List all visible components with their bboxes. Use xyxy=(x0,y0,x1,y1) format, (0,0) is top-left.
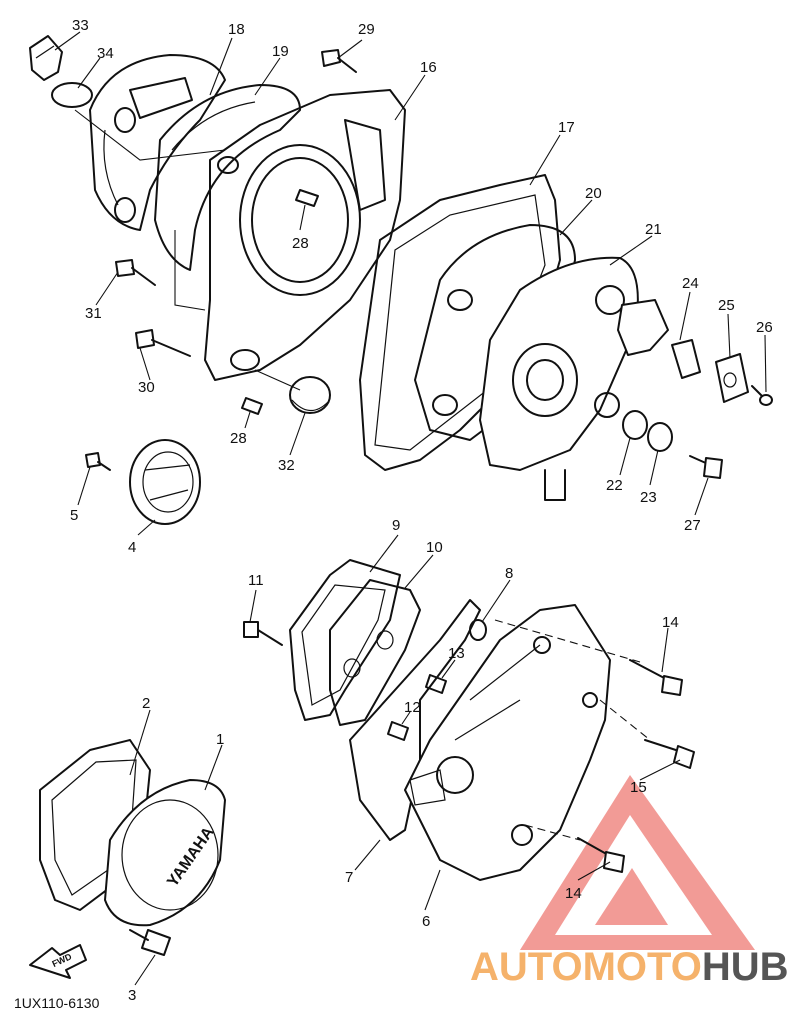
part-34-o-ring xyxy=(51,82,93,108)
callout-23: 23 xyxy=(640,489,657,506)
callout-29: 29 xyxy=(358,21,375,38)
callout-1: 1 xyxy=(216,731,224,748)
part-14-bolt-lower xyxy=(577,837,625,873)
callout-8: 8 xyxy=(505,565,513,582)
callout-22: 22 xyxy=(606,477,623,494)
part-28-dowel-upper xyxy=(295,189,319,207)
part-16-crankcase-cover xyxy=(204,89,406,381)
part-15-bolt xyxy=(644,739,695,769)
callout-4: 4 xyxy=(128,539,136,556)
part-9-gasket xyxy=(289,559,401,721)
callout-28-lower: 28 xyxy=(230,430,247,447)
part-29-bolt xyxy=(321,49,357,73)
part-3-bolt xyxy=(129,929,171,956)
part-26-screw xyxy=(751,385,773,406)
part-30-bolt xyxy=(135,329,191,357)
callout-5: 5 xyxy=(70,507,78,524)
callout-14-upper: 14 xyxy=(662,614,679,631)
leader-lines xyxy=(54,31,767,986)
watermark-word-hub: HUB xyxy=(702,945,789,989)
callout-17: 17 xyxy=(558,119,575,136)
part-22-washer xyxy=(622,410,648,440)
part-11-bolt xyxy=(243,621,283,646)
watermark-word-auto: AUTO xyxy=(470,945,583,989)
callout-11: 11 xyxy=(248,572,264,589)
watermark-logo xyxy=(520,775,755,950)
callout-2: 2 xyxy=(142,695,150,712)
callout-9: 9 xyxy=(392,517,400,534)
callout-18: 18 xyxy=(228,21,245,38)
part-5-bolt xyxy=(85,452,111,471)
diagram-code: 1UX110-6130 xyxy=(14,995,100,1011)
callout-numbers: 33 34 18 19 29 16 17 20 21 24 25 26 28 3… xyxy=(70,17,773,1004)
callout-16: 16 xyxy=(420,59,437,76)
callout-33: 33 xyxy=(72,17,89,34)
part-21-pickup-cover xyxy=(479,256,669,501)
guide-line-lower xyxy=(524,824,581,841)
callout-12: 12 xyxy=(404,699,421,716)
callout-25: 25 xyxy=(718,297,735,314)
callout-14-lower: 14 xyxy=(565,885,582,902)
callout-32: 32 xyxy=(278,457,295,474)
watermark-triangle-core xyxy=(595,868,668,925)
part-18-cover xyxy=(89,54,226,231)
part-32-cap xyxy=(289,376,331,414)
part-14-bolt-upper xyxy=(629,659,683,696)
callout-19: 19 xyxy=(272,43,289,60)
callout-6: 6 xyxy=(422,913,430,930)
part-4-cap xyxy=(129,439,201,525)
part-25-bracket xyxy=(715,353,749,403)
callout-28-upper: 28 xyxy=(292,235,309,252)
part-33-filler-plug xyxy=(29,35,63,81)
part-6-cover xyxy=(404,604,611,881)
part-7-gasket xyxy=(349,599,481,841)
callout-30: 30 xyxy=(138,379,155,396)
part-10-gasket xyxy=(329,579,421,726)
callout-31: 31 xyxy=(85,305,102,322)
callout-15: 15 xyxy=(630,779,647,796)
part-23-seal xyxy=(647,422,673,452)
fwd-arrow-icon: FWD xyxy=(29,944,87,979)
callout-26: 26 xyxy=(756,319,773,336)
callout-27: 27 xyxy=(684,517,701,534)
part-24-plate xyxy=(671,339,701,379)
part-31-bolt xyxy=(115,259,156,286)
part-28-dowel-lower xyxy=(241,397,263,415)
watermark-text: AUTOMOTOHUB xyxy=(470,945,789,989)
part-12-dowel xyxy=(387,721,409,741)
watermark-word-moto: MOTO xyxy=(583,945,702,989)
callout-24: 24 xyxy=(682,275,699,292)
part-1-generator-cover: YAMAHA xyxy=(104,779,226,927)
callout-3: 3 xyxy=(128,987,136,1004)
callout-7: 7 xyxy=(345,869,353,886)
part-19-gasket xyxy=(154,84,301,271)
callout-10: 10 xyxy=(426,539,443,556)
guide-line-mid xyxy=(599,699,651,741)
callout-20: 20 xyxy=(585,185,602,202)
part-27-bolt xyxy=(689,455,723,479)
callout-34: 34 xyxy=(97,45,114,62)
part-13-dowel xyxy=(425,674,447,694)
callout-21: 21 xyxy=(645,221,662,238)
callout-13: 13 xyxy=(448,645,465,662)
